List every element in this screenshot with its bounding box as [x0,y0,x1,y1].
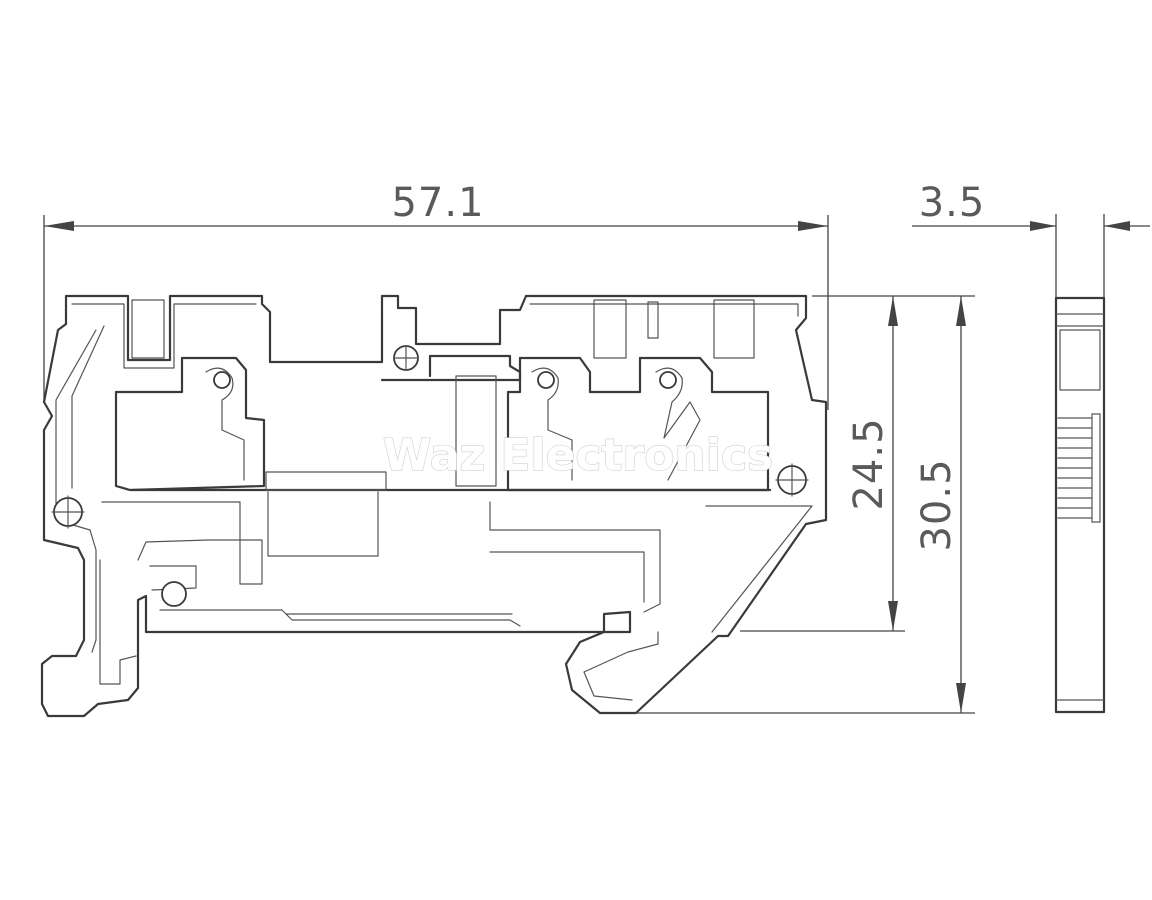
arrowhead-profile-left [1030,221,1056,231]
arrowhead-total-top [956,296,966,326]
dimension-profile-width: 3.5 [912,180,1150,300]
arrowhead-rail-bottom [888,601,898,631]
busbar-block [265,471,387,491]
arrowhead-total-bottom [956,683,966,713]
arrowhead-right [798,221,828,231]
top-slot-1 [131,299,165,359]
rail-guide [159,609,521,627]
mounting-hole-left [51,495,85,529]
right-clamp-pivot-2 [659,371,677,389]
arrowhead-rail-top [888,296,898,326]
center-bridge-insert [455,375,497,487]
top-slot-2 [593,299,627,359]
dimension-label-total-height: 30.5 [914,458,960,551]
left-edge-inner [55,329,97,653]
housing-inner-contour-right [529,303,799,317]
lower-slot [489,551,645,603]
dimension-label-profile-width: 3.5 [919,180,986,226]
lower-cavity-left [267,491,379,557]
rail-hole [161,581,187,607]
dimension-label-overall-width: 57.1 [391,180,484,226]
left-clamp-pivot [213,371,231,389]
lower-frame [101,501,263,585]
mounting-hole-right [775,463,809,497]
arrowhead-left [44,221,74,231]
left-clamp-chamber [114,356,266,492]
arrowhead-profile-right [1104,221,1130,231]
top-slot-3 [713,299,755,359]
right-clamp-chamber [506,356,770,492]
left-clamp-spring [205,367,245,481]
profile-insert [1059,329,1101,391]
right-foot-inner [705,505,813,633]
housing-inner-contour [71,303,257,369]
dimension-label-height-rail: 24.5 [846,417,892,510]
foot-hook [583,631,659,701]
dimension-total-height: 30.5 [636,296,975,714]
terminal-block-profile-view [1054,296,1106,714]
housing-outline [40,294,828,718]
terminal-block-side-view [40,294,828,718]
profile-outline [1054,296,1106,714]
watermark: Waz Electronics [383,430,773,481]
dimension-height-rail: 24.5 [740,295,975,632]
dimension-overall-width: 57.1 [43,180,829,410]
left-edge-inner-2 [71,325,105,489]
profile-grip-ribs [1057,413,1101,523]
right-clamp-spring-1 [531,367,573,481]
right-clamp-spring-2 [655,367,701,481]
lower-channel [489,501,661,613]
left-foot-detail [99,559,137,685]
top-marker [647,301,659,339]
right-clamp-pivot-1 [537,371,555,389]
